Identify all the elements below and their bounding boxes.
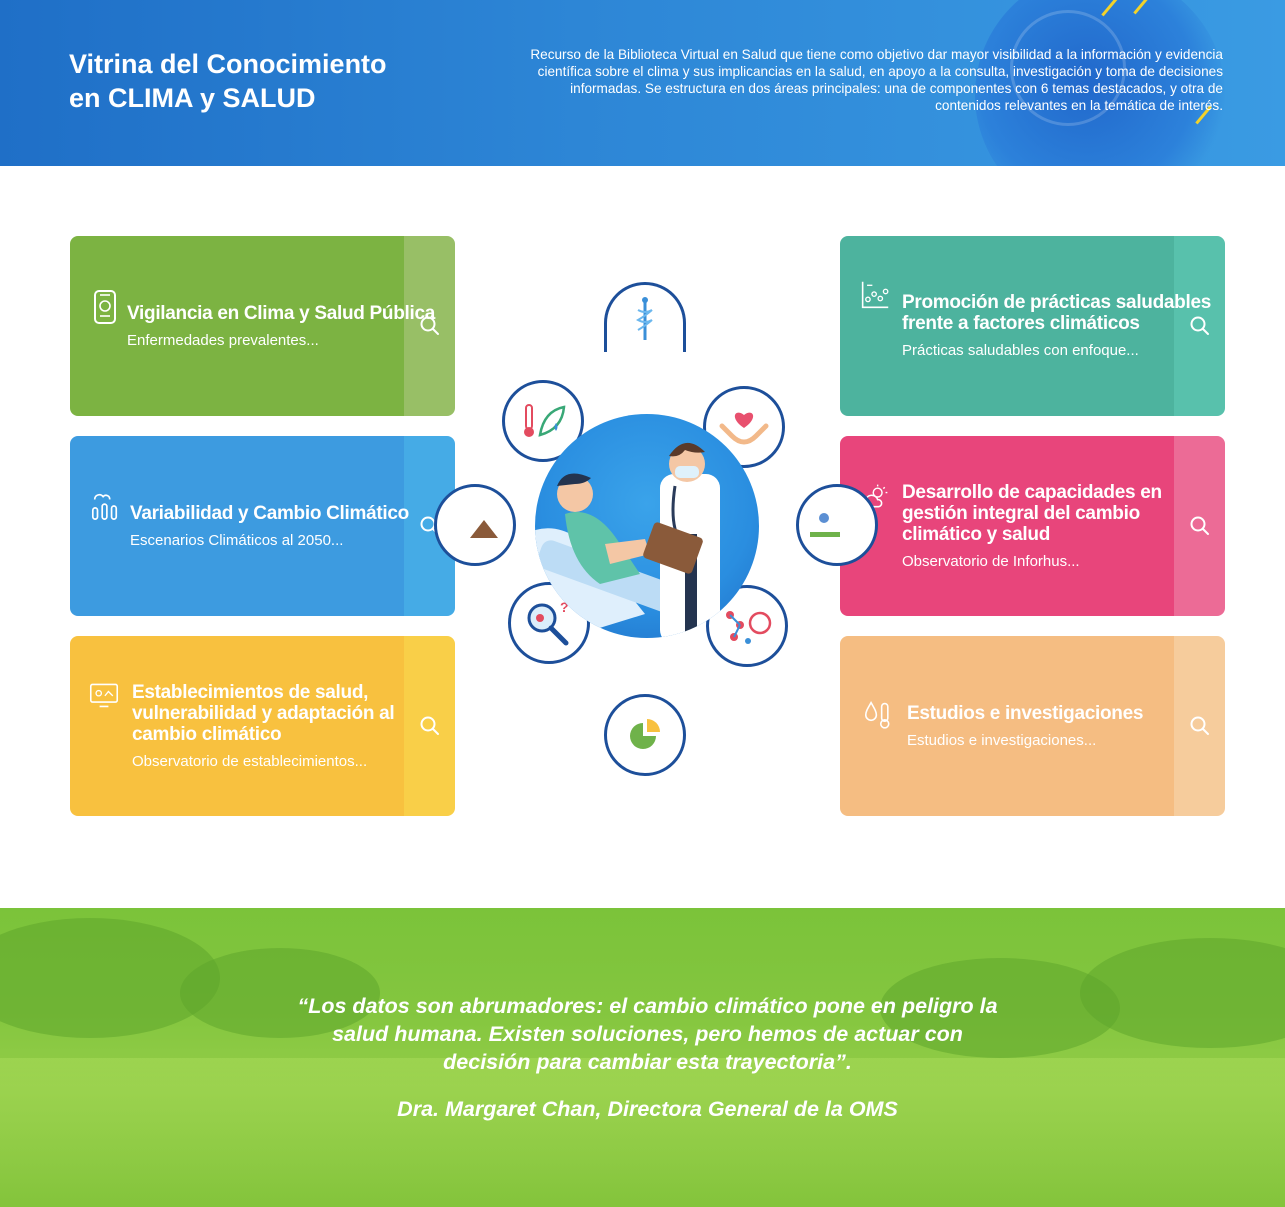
header-ring-decoration (1010, 10, 1126, 126)
header-description: Recurso de la Biblioteca Virtual en Salu… (530, 47, 1223, 113)
quote-text: “Los datos son abrumadores: el cambio cl… (297, 994, 998, 1074)
card-body[interactable] (840, 436, 1174, 616)
card-title: Variabilidad y Cambio Climático (130, 502, 409, 524)
climate-gauges-icon (90, 490, 120, 524)
card-estudios[interactable]: Estudios e investigaciones Estudios e in… (840, 636, 1225, 816)
search-icon (1190, 516, 1209, 535)
card-subtitle: Observatorio de Inforhus... (902, 552, 1080, 570)
card-title: Vigilancia en Clima y Salud Pública (127, 302, 436, 324)
quote-author: Dra. Margaret Chan, Directora General de… (397, 1097, 898, 1121)
card-body[interactable] (70, 236, 404, 416)
tree-decoration (0, 918, 220, 1038)
card-subtitle: Prácticas saludables con enfoque... (902, 342, 1139, 359)
page-title: Vitrina del Conocimiento en CLIMA y SALU… (69, 47, 429, 115)
facility-screen-icon (89, 680, 119, 714)
card-body[interactable] (840, 236, 1174, 416)
caduceus-icon (604, 282, 686, 352)
card-subtitle: Enfermedades prevalentes... (127, 331, 319, 349)
doctor-patient-illustration (535, 414, 759, 638)
chart-analysis-icon (860, 278, 890, 312)
card-search-button[interactable] (1174, 236, 1225, 416)
svg-text:?: ? (560, 599, 569, 615)
page-title-line2: en CLIMA y SALUD (69, 83, 316, 113)
card-vigilancia[interactable]: Vigilancia en Clima y Salud Pública Enfe… (70, 236, 455, 416)
search-icon (1190, 316, 1209, 335)
card-desarrollo[interactable]: Desarrollo de capacidades en gestión int… (840, 436, 1225, 616)
tree-decoration (180, 948, 380, 1038)
card-search-button[interactable] (1174, 636, 1225, 816)
card-body[interactable] (840, 636, 1174, 816)
monitoring-phone-icon (90, 290, 120, 324)
field-decoration (0, 1058, 1285, 1207)
header-banner: Vitrina del Conocimiento en CLIMA y SALU… (0, 0, 1285, 166)
card-promocion[interactable]: Promoción de prácticas saludables frente… (840, 236, 1225, 416)
card-title: Estudios e investigaciones (907, 702, 1144, 724)
pie-chart-icon (604, 694, 686, 776)
card-subtitle: Escenarios Climáticos al 2050... (130, 531, 344, 549)
mountain-icon (434, 484, 516, 566)
illustration-hub: ? (434, 266, 878, 806)
card-body[interactable] (70, 436, 404, 616)
card-search-button[interactable] (404, 636, 455, 816)
card-establecimientos[interactable]: Establecimientos de salud, vulnerabilida… (70, 636, 455, 816)
card-variabilidad[interactable]: Variabilidad y Cambio Climático Escenari… (70, 436, 455, 616)
quote-section: “Los datos son abrumadores: el cambio cl… (0, 908, 1285, 1207)
tree-decoration (1080, 938, 1285, 1048)
person-laptop-icon (796, 484, 878, 566)
card-subtitle: Observatorio de establecimientos... (132, 752, 368, 770)
card-title: Establecimientos de salud, vulnerabilida… (132, 681, 395, 745)
page-title-line1: Vitrina del Conocimiento (69, 49, 387, 79)
search-icon (1190, 716, 1209, 735)
card-title: Desarrollo de capacidades en gestión int… (902, 481, 1162, 545)
search-icon (420, 316, 439, 335)
card-subtitle: Estudios e investigaciones... (907, 731, 1097, 749)
drops-thermometer-icon (864, 699, 894, 733)
card-search-button[interactable] (1174, 436, 1225, 616)
tree-decoration (880, 958, 1120, 1058)
card-body[interactable] (70, 636, 404, 816)
card-search-button[interactable] (404, 236, 455, 416)
search-icon (420, 716, 439, 735)
card-title: Promoción de prácticas saludables frente… (902, 292, 1211, 334)
